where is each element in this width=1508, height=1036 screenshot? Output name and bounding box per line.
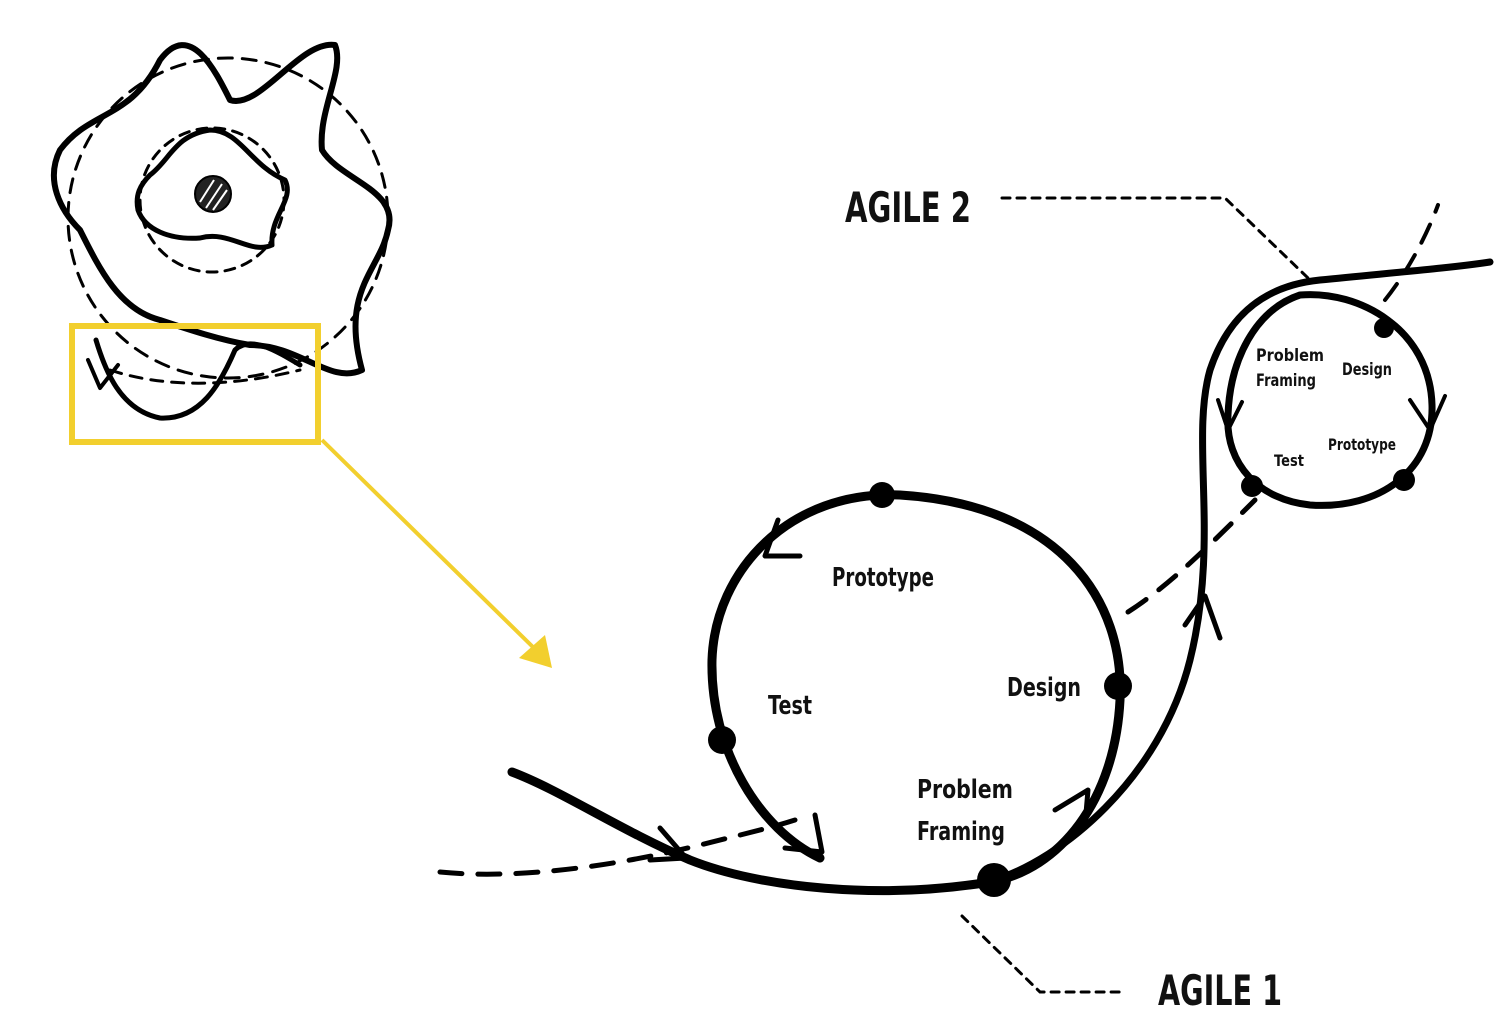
spiral-lower-wave xyxy=(93,337,303,421)
loop2-problem-label: Problem xyxy=(1256,346,1324,366)
loop2-design-label: Design xyxy=(1342,360,1392,380)
agile-path xyxy=(437,203,1494,897)
outgoing-dashed-tail xyxy=(1383,203,1440,302)
link-dashed xyxy=(1125,497,1258,615)
loop2-prototype-label: Prototype xyxy=(1328,435,1396,454)
loop1-arrowhead-top-left xyxy=(762,517,803,559)
rising-solid-path xyxy=(990,258,1494,884)
spiral-wavy-outer xyxy=(50,41,393,377)
spiral-lower-dashed xyxy=(108,368,302,385)
loop2-arrowhead-right xyxy=(1408,394,1447,432)
loop1-node-prototype xyxy=(869,482,895,508)
loop2-node-test xyxy=(1241,475,1263,497)
rising-arrowhead-1 xyxy=(1052,787,1091,828)
spiral-core-hatch xyxy=(199,179,228,211)
loop1-node-test xyxy=(708,726,736,754)
loop1-problem-label: Problem xyxy=(917,775,1013,805)
spiral-wavy-inner xyxy=(134,127,290,250)
loop2-node-design xyxy=(1374,318,1394,338)
loop2-framing-label: Framing xyxy=(1256,371,1316,391)
loop2-node-prototype xyxy=(1393,469,1415,491)
incoming-solid-sweep xyxy=(507,767,995,896)
agile2-leader-line xyxy=(1000,196,1310,280)
loop2-test-label: Test xyxy=(1274,451,1304,470)
spiral-lower-arrowhead xyxy=(86,358,120,390)
loop1-node-design xyxy=(1104,672,1132,700)
agile1-label: AGILE 1 xyxy=(1158,966,1282,1015)
loop1-test-label: Test xyxy=(768,691,812,721)
spiral-sketch xyxy=(50,41,393,421)
agile2-label: AGILE 2 xyxy=(845,183,971,232)
incoming-arrowhead xyxy=(647,825,689,863)
zoom-arrow-icon xyxy=(320,438,552,668)
loop1-prototype-label: Prototype xyxy=(832,563,934,593)
incoming-dashed-trail xyxy=(437,817,798,877)
focus-box xyxy=(69,323,321,445)
loop1-circle xyxy=(707,490,1125,887)
loop1-design-label: Design xyxy=(1007,673,1081,703)
loop1-framing-label: Framing xyxy=(917,817,1005,847)
loop2-arrowhead-left xyxy=(1216,398,1244,432)
rising-arrowhead-2 xyxy=(1182,593,1223,641)
agile1-leader-line xyxy=(960,914,1124,994)
loop2-circle xyxy=(1224,291,1436,509)
loop1-arrowhead-bottom-left xyxy=(782,812,825,855)
